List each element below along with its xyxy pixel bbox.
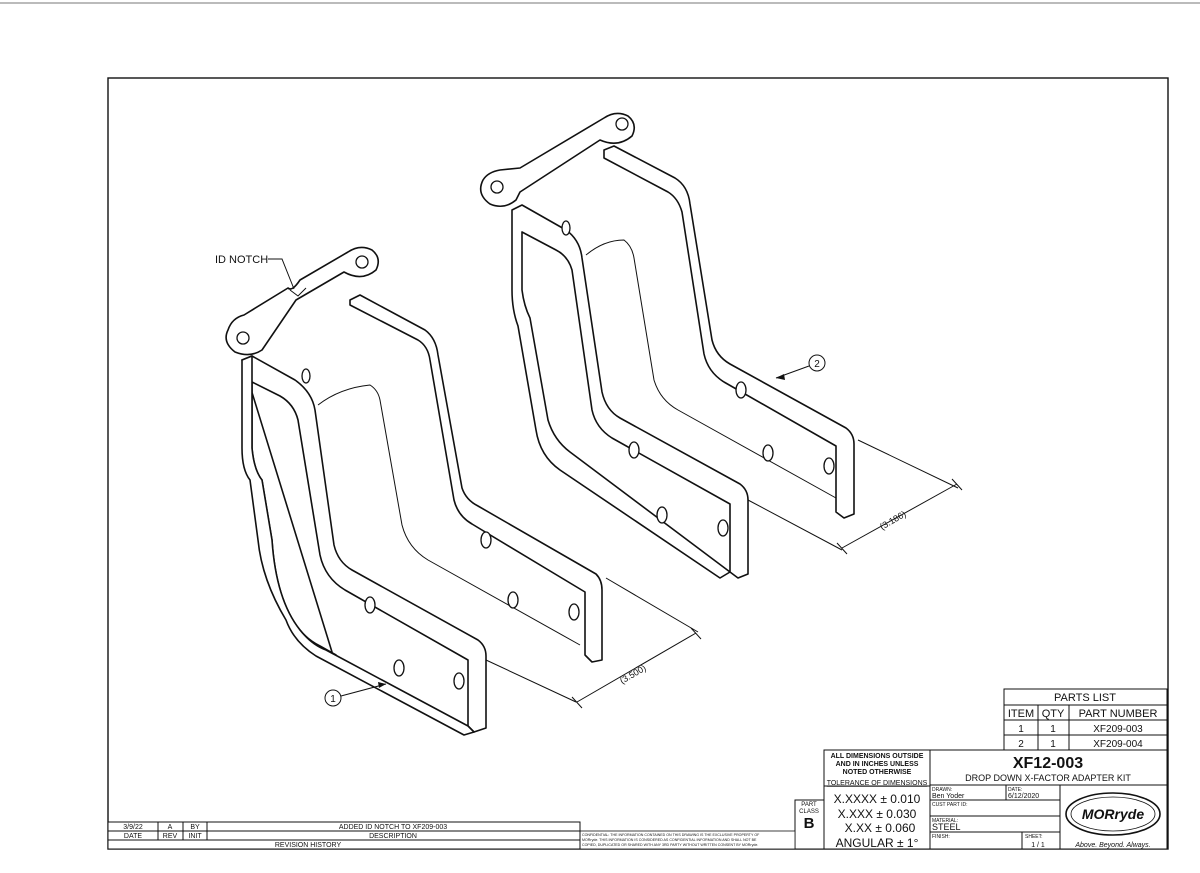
revision-description: ADDED ID NOTCH TO XF209-003 — [339, 824, 447, 831]
revision-rev: A — [168, 824, 173, 831]
parts-list-header-part: PART NUMBER — [1079, 708, 1158, 720]
part-class-value: B — [804, 815, 815, 832]
finish-label: FINISH: — [932, 834, 950, 840]
morryde-logo: MORryde — [1065, 792, 1161, 836]
revision-history-table: 3/9/22 A BY ADDED ID NOTCH TO XF209-003 … — [107, 821, 581, 850]
revision-header-description: DESCRIPTION — [369, 833, 417, 840]
parts-list-row-1-part: XF209-003 — [1093, 724, 1143, 735]
drawn-label: DRAWN: — [932, 787, 952, 793]
dimension-note-line-1: ALL DIMENSIONS OUTSIDE — [831, 753, 924, 760]
part-class-label-2: CLASS — [799, 809, 819, 815]
parts-list-row-1-qty: 1 — [1050, 724, 1056, 735]
revision-header-rev: REV — [163, 833, 178, 840]
parts-list-header-item: ITEM — [1008, 708, 1034, 720]
sheet-label: SHEET: — [1025, 834, 1043, 840]
balloon-1: 1 — [324, 682, 387, 707]
svg-text:(3.500): (3.500) — [618, 663, 648, 686]
date-label: DATE: — [1008, 787, 1022, 793]
drawing-number: XF12-003 — [1013, 755, 1083, 772]
id-notch-label: ID NOTCH — [215, 254, 268, 266]
dimension-note-line-3: NOTED OTHERWISE — [843, 769, 912, 776]
dimension-note-line-2: AND IN INCHES UNLESS — [836, 761, 919, 768]
drawn-by: Ben Yoder — [932, 793, 965, 800]
svg-text:1: 1 — [330, 694, 336, 705]
slogan: Above. Beyond. Always. — [1074, 842, 1150, 849]
material-label: MATERIAL: — [932, 818, 958, 824]
parts-list-row-2-part: XF209-004 — [1093, 739, 1143, 750]
tolerance-2-place: X.XX ± 0.060 — [845, 821, 916, 835]
revision-header-date: DATE — [124, 833, 142, 840]
logo-text: MORryde — [1082, 806, 1144, 822]
part-class-label-1: PART — [801, 802, 817, 808]
revision-by: BY — [190, 824, 200, 831]
id-notch-callout: ID NOTCH — [215, 254, 295, 290]
part-1-bracket — [225, 246, 603, 736]
parts-list-row-2-item: 2 — [1018, 739, 1024, 750]
confidential-line-2: MORryde. THIS INFORMATION IS CONSIDERED … — [582, 838, 757, 842]
confidential-note: CONFIDENTIAL: THE INFORMATION CONTAINED … — [579, 830, 796, 850]
balloon-2: 2 — [775, 354, 826, 380]
parts-list-row-1-item: 1 — [1018, 724, 1024, 735]
dimension-2: (3.186) — [747, 439, 963, 555]
revision-history-title: REVISION HISTORY — [275, 842, 342, 849]
cust-part-label: CUST PART ID: — [932, 802, 967, 808]
tolerance-angular: ANGULAR ± 1° — [836, 836, 919, 850]
confidential-line-3: COPIED, DUPLICATED OR SHARED WITH ANY 3R… — [582, 843, 758, 847]
parts-list-row-2-qty: 1 — [1050, 739, 1056, 750]
drawing-date: 6/12/2020 — [1008, 793, 1039, 800]
parts-list-table: PARTS LIST ITEM QTY PART NUMBER 1 1 XF20… — [1003, 688, 1168, 751]
svg-text:2: 2 — [814, 359, 820, 370]
drawing-title: DROP DOWN X-FACTOR ADAPTER KIT — [965, 773, 1131, 783]
part-2-bracket — [479, 112, 855, 579]
parts-list-header-qty: QTY — [1042, 708, 1065, 720]
confidential-line-1: CONFIDENTIAL: THE INFORMATION CONTAINED … — [582, 833, 760, 837]
tolerance-4-place: X.XXXX ± 0.010 — [834, 792, 921, 806]
svg-text:(3.186): (3.186) — [878, 509, 908, 532]
material-value: STEEL — [932, 822, 961, 832]
revision-header-init: INIT — [188, 833, 202, 840]
sheet-value: 1 / 1 — [1031, 842, 1045, 849]
revision-date: 3/9/22 — [123, 824, 143, 831]
tolerance-header: TOLERANCE OF DIMENSIONS — [827, 780, 928, 787]
tolerance-3-place: X.XXX ± 0.030 — [838, 807, 917, 821]
title-block: ALL DIMENSIONS OUTSIDE AND IN INCHES UNL… — [794, 749, 1168, 850]
parts-list-title: PARTS LIST — [1054, 692, 1116, 704]
